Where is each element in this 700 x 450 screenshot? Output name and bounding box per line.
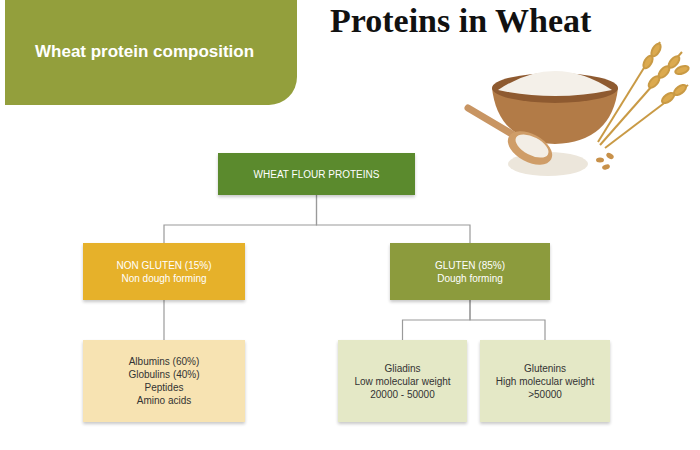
kernel <box>596 158 604 163</box>
scoop-handle <box>468 108 512 134</box>
node-text: Dough forming <box>437 272 503 285</box>
scoop-flour <box>512 130 552 163</box>
node-heading: GLUTEN (85%) <box>435 259 505 272</box>
node-heading: Glutenins <box>524 362 566 375</box>
flour-mound <box>498 71 612 96</box>
scoop-head <box>502 124 558 171</box>
detail-box: Albumins (60%)Globulins (40%)PeptidesAmi… <box>83 340 245 422</box>
wheat-grain <box>641 54 654 70</box>
detail-box: GliadinsLow molecular weight 20000 - 500… <box>338 340 467 422</box>
node-heading: Wheat protein composition <box>35 41 254 63</box>
category-box: NON GLUTEN (15%)Non dough forming <box>83 243 245 300</box>
node-heading: WHEAT FLOUR PROTEINS <box>254 168 380 181</box>
wheat-grain <box>660 91 675 105</box>
node-heading: Gliadins <box>384 362 420 375</box>
node-heading: NON GLUTEN (15%) <box>116 259 211 272</box>
flour-bowl-illustration <box>460 30 695 185</box>
node-text: High molecular weight >50000 <box>488 375 602 401</box>
wheat-grain <box>647 74 662 89</box>
tree-connector <box>403 300 471 340</box>
kernel <box>601 163 610 170</box>
node-text: Amino acids <box>137 394 191 407</box>
wheat-kernels <box>596 152 615 171</box>
node-heading: Albumins (60%) <box>129 355 200 368</box>
tree-connector <box>164 195 317 243</box>
category-box: GLUTEN (85%)Dough forming <box>390 243 550 300</box>
tree-connector <box>163 300 164 340</box>
node-text: Globulins (40%) <box>128 368 199 381</box>
header-banner: Wheat protein composition <box>5 0 297 105</box>
kernel <box>605 152 614 160</box>
node-text: Peptides <box>145 381 184 394</box>
node-text: Non dough forming <box>121 272 206 285</box>
wheat-grain <box>674 64 690 75</box>
page-title: Proteins in Wheat <box>330 2 591 40</box>
node-text: Low molecular weight 20000 - 50000 <box>346 375 459 401</box>
tree-connector <box>470 300 545 340</box>
tree-connector <box>317 195 471 243</box>
detail-box: GluteninsHigh molecular weight >50000 <box>480 340 610 422</box>
root-box: WHEAT FLOUR PROTEINS <box>218 153 415 195</box>
